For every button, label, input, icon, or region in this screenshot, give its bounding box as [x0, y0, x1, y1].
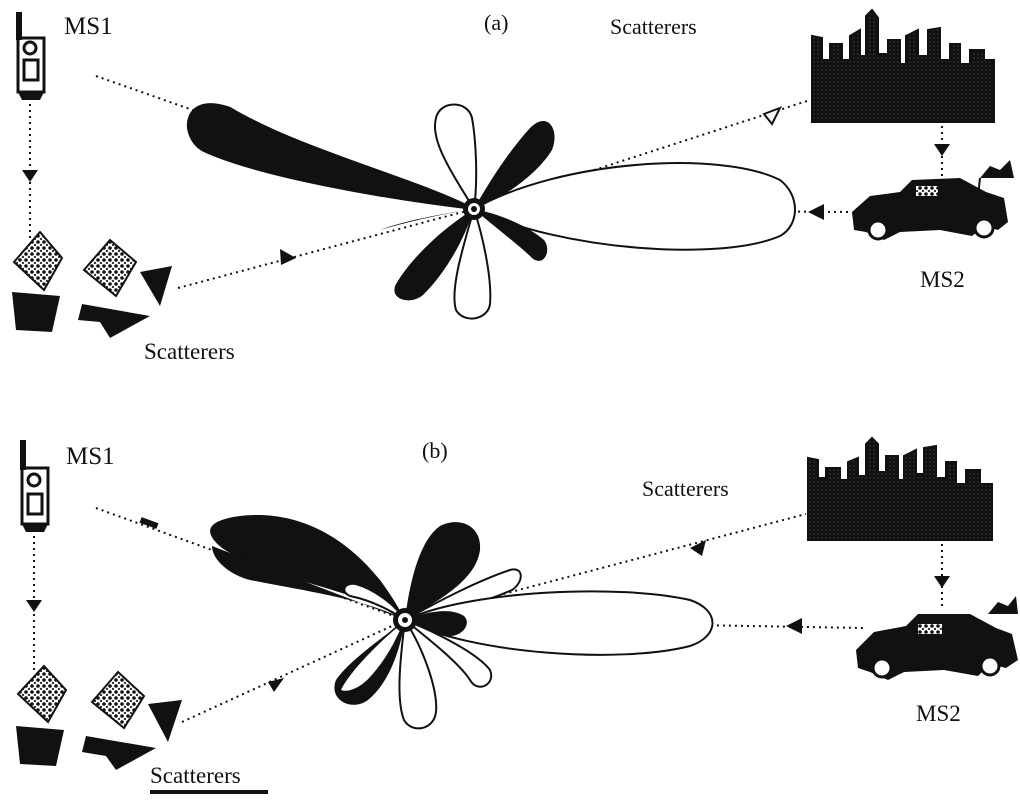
path-ms1-to-scatterers: [26, 536, 42, 670]
ms1-label-a: MS1: [64, 14, 113, 39]
panel-b: [16, 438, 1018, 794]
car-icon: [856, 596, 1018, 680]
radiation-pattern: [188, 104, 795, 318]
path-ms1-to-scatterers: [22, 104, 38, 240]
antenna-array-icon: [393, 608, 417, 632]
ms2-label-a: MS2: [920, 268, 965, 291]
ms2-label-b: MS2: [916, 702, 961, 725]
scatterers-label-top-b: Scatterers: [642, 478, 729, 500]
scatterer-shapes-icon: [12, 232, 172, 338]
panel-a: [12, 10, 1014, 338]
path-buildings-to-car: [934, 544, 950, 610]
mobile-phone-icon: [20, 440, 48, 532]
building-skyline-icon: [812, 10, 994, 122]
scatterers-label-top-a: Scatterers: [610, 16, 697, 38]
ms1-label-b: MS1: [66, 444, 115, 469]
building-skyline-icon: [808, 438, 992, 540]
scatterers-label-bottom-b: Scatterers: [150, 764, 241, 787]
antenna-array-icon: [463, 198, 485, 220]
panel-label-b: (b): [422, 440, 448, 462]
scatterers-label-bottom-a: Scatterers: [144, 340, 235, 363]
radiation-pattern: [210, 515, 712, 728]
mobile-phone-icon: [16, 12, 44, 100]
panel-label-a: (a): [484, 12, 508, 34]
car-icon: [852, 160, 1014, 240]
